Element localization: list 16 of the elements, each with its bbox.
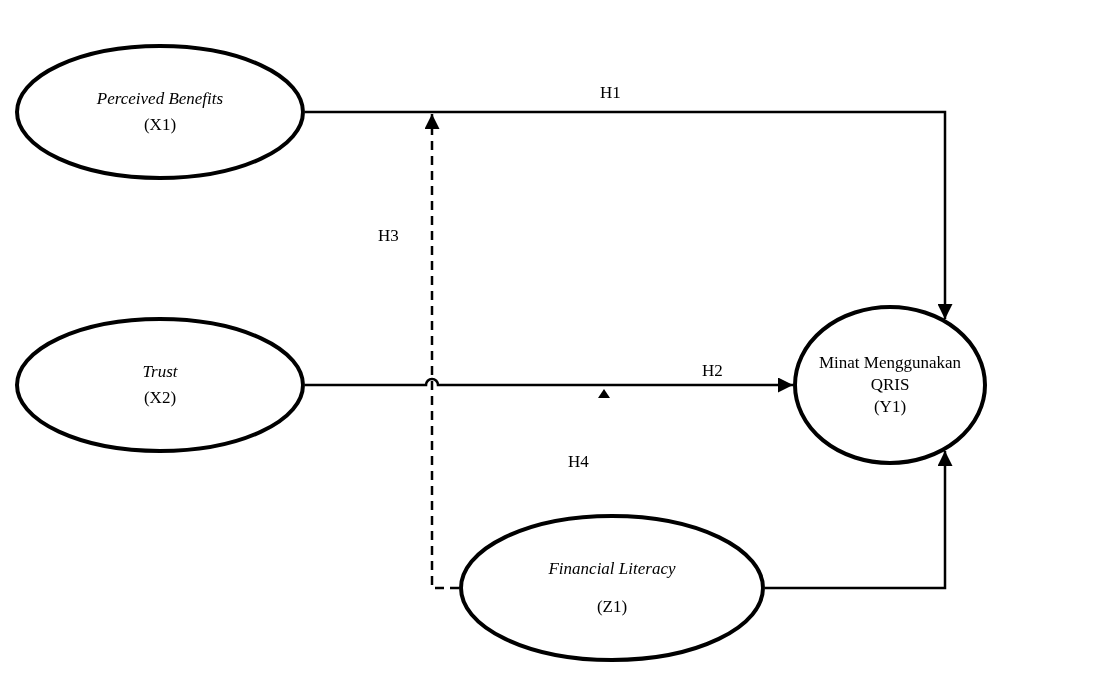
variable-name: Financial Literacy xyxy=(548,557,676,580)
variable-name: Perceived Benefits xyxy=(96,87,224,110)
arrow xyxy=(305,377,793,393)
ellipse-node xyxy=(459,514,765,662)
variable-code: (Z1) xyxy=(596,596,628,618)
dashed-arrow xyxy=(424,114,459,590)
variable-code: (Y1) xyxy=(873,396,907,419)
ellipse-node xyxy=(15,317,305,453)
variable-code: (X1) xyxy=(143,114,177,136)
variable-name: Trust xyxy=(142,360,178,383)
ellipse-node xyxy=(793,305,987,465)
variable-name: Minat Menggunakan QRIS xyxy=(817,351,963,396)
ellipse-node xyxy=(15,44,305,180)
arrow xyxy=(765,450,953,590)
arrow xyxy=(305,110,953,320)
variable-code: (X2) xyxy=(143,387,177,409)
